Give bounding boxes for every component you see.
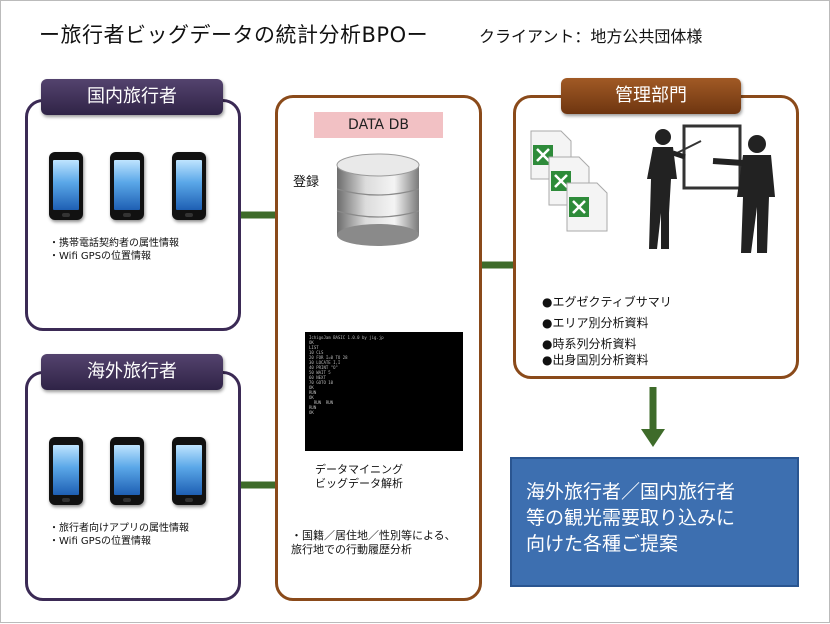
smartphone-icon [172, 152, 206, 220]
smartphone-icon [110, 437, 144, 505]
smartphone-icon [110, 152, 144, 220]
proposal-line-1: 海外旅行者／国内旅行者 [526, 481, 736, 503]
data-db-label: DATA DB [314, 112, 443, 138]
deliverable-item: ●エリア別分析資料 [542, 316, 649, 330]
deliverable-item: ●時系列分析資料 [542, 337, 637, 351]
proposal-line-3: 向けた各種ご提案 [526, 533, 679, 555]
domestic-label: 国内旅行者 [41, 79, 223, 115]
basic-terminal-screen: IchigoJam BASIC 1.0.0 by jig.jp OK LIST … [305, 332, 463, 451]
mining-caption-1: データマイニング [315, 463, 403, 476]
analysis-note-1: ・国籍／居住地／性別等による、 [291, 529, 456, 542]
proposal-box: 海外旅行者／国内旅行者 等の観光需要取り込みに 向けた各種ご提案 [510, 457, 799, 587]
domestic-note-2: ・Wifi GPSの位置情報 [49, 251, 152, 262]
deliverable-item: ●エグゼクティブサマリ [542, 295, 672, 309]
page-title: ー旅行者ビッグデータの統計分析BPOー [39, 23, 429, 47]
overseas-label: 海外旅行者 [41, 354, 223, 390]
register-label: 登録 [293, 175, 320, 190]
domestic-note-1: ・携帯電話契約者の属性情報 [49, 238, 179, 249]
smartphone-icon [172, 437, 206, 505]
smartphone-icon [49, 152, 83, 220]
overseas-note-1: ・旅行者向けアプリの属性情報 [49, 523, 189, 534]
management-label: 管理部門 [561, 78, 741, 114]
smartphone-icon [49, 437, 83, 505]
arrow-head-proposal [641, 429, 665, 447]
client-label: クライアント：地方公共団体様 [479, 27, 703, 46]
mining-caption-2: ビッグデータ解析 [315, 477, 403, 490]
overseas-note-2: ・Wifi GPSの位置情報 [49, 536, 152, 547]
analysis-note-2: 旅行地での行動履歴分析 [291, 543, 412, 556]
proposal-line-2: 等の観光需要取り込みに [526, 507, 736, 529]
deliverable-item: ●出身国別分析資料 [542, 353, 649, 367]
